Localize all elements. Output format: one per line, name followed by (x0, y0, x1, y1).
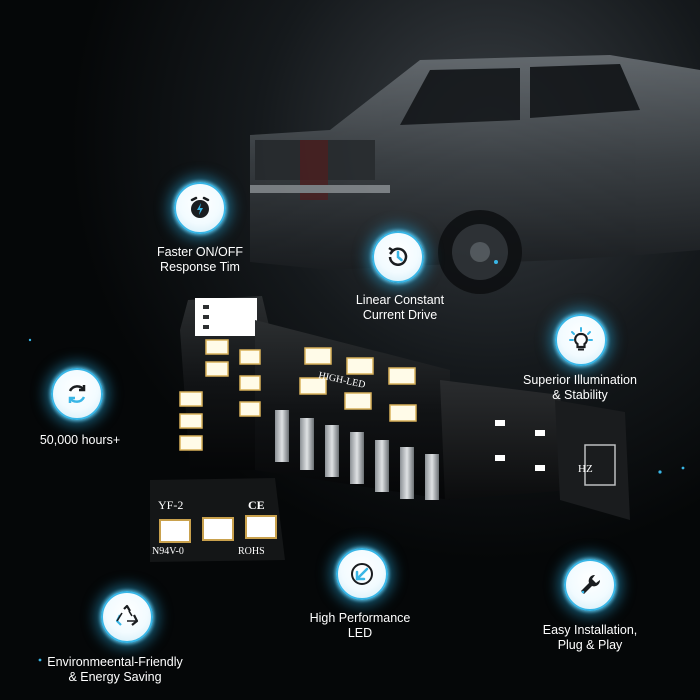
bulb-mark-rohs: ROHS (238, 546, 265, 557)
feature-faster-line1: Faster ON/OFF (156, 245, 244, 259)
feature-eco-line2: & Energy Saving (68, 670, 162, 684)
feature-performance-line1: High Performance (309, 611, 411, 625)
feature-superior-line2: & Stability (552, 388, 608, 402)
bulb-mark-hz: HZ (578, 463, 593, 475)
feature-installation-line2: Plug & Play (557, 638, 623, 652)
bulb-mark-ce: CE (248, 498, 265, 512)
lightbulb-icon (555, 314, 607, 366)
feature-lifespan-line1: 50,000 hours+ (39, 433, 121, 447)
truck-silhouette (250, 55, 700, 294)
feature-linear-line1: Linear Constant (355, 293, 445, 307)
feature-linear-line2: Current Drive (362, 308, 438, 322)
clock-refresh-icon (372, 231, 424, 283)
bulb-mark-n94v0: N94V-0 (152, 546, 184, 557)
feature-faster-line2: Response Tim (160, 260, 240, 274)
arrow-down-left-icon (336, 548, 388, 600)
recycle-icon (101, 591, 153, 643)
wrench-icon (564, 559, 616, 611)
feature-performance-line2: LED (347, 626, 373, 640)
led-bulb-rear (150, 296, 285, 562)
alarm-clock-bolt-icon (174, 182, 226, 234)
led-bulb-front (239, 320, 630, 520)
feature-installation-line1: Easy Installation, (542, 623, 638, 637)
cycle-arrows-icon (51, 368, 103, 420)
feature-eco-line1: Environmeental-Friendly (47, 655, 183, 669)
ambient-particles (28, 260, 685, 662)
bulb-mark-yf2: YF-2 (158, 498, 184, 512)
feature-superior-line1: Superior Illumination (523, 373, 637, 387)
